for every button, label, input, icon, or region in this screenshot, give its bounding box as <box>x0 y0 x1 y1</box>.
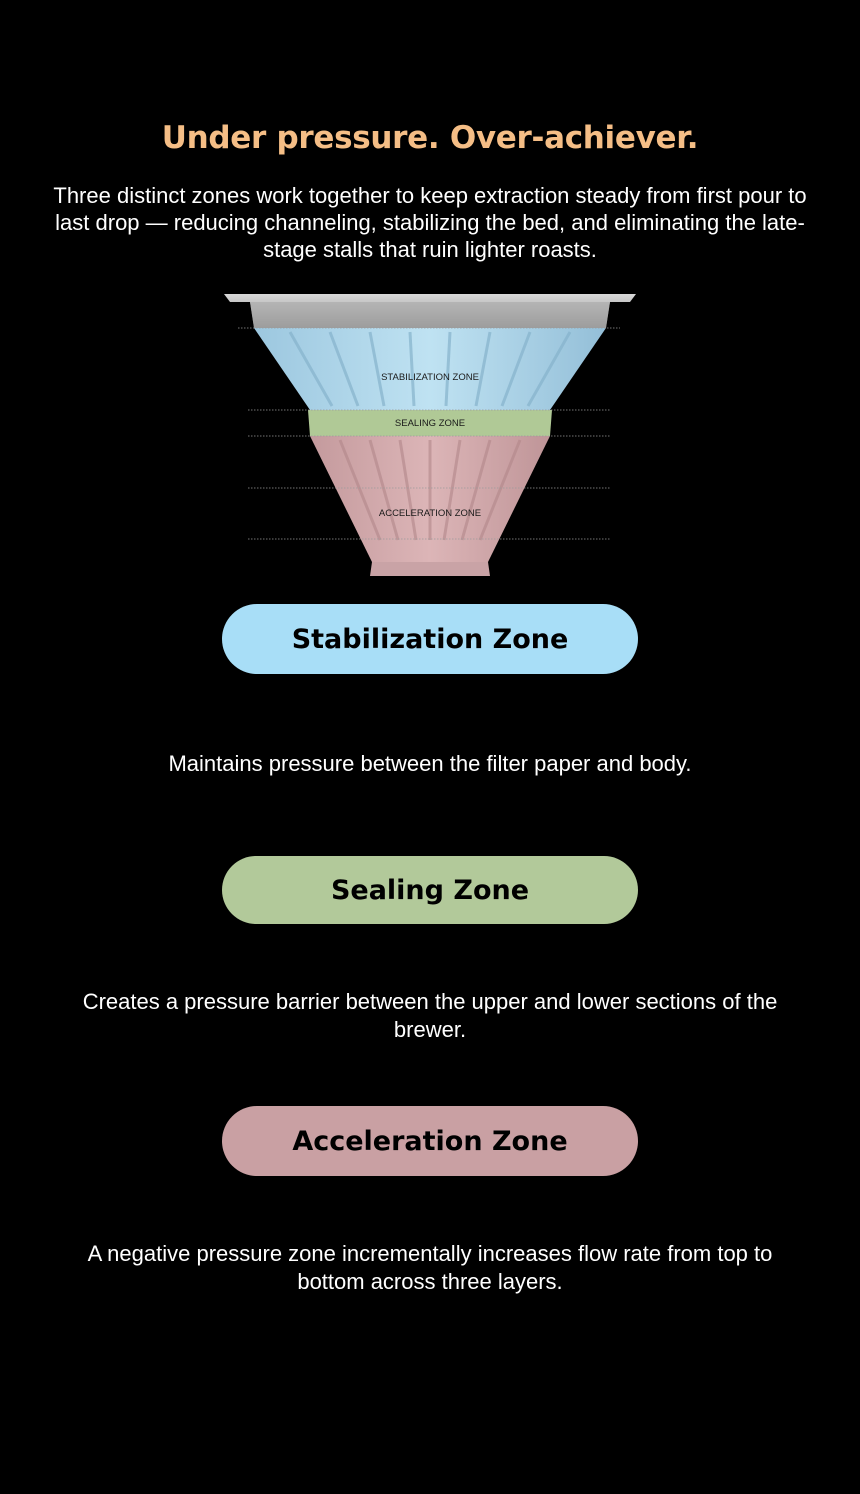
acceleration-zone-title: Acceleration Zone <box>292 1125 568 1157</box>
sealing-zone-shape <box>308 410 552 436</box>
stabilization-zone-button[interactable]: Stabilization Zone <box>222 604 638 674</box>
stabilization-zone-description: Maintains pressure between the filter pa… <box>168 751 692 776</box>
acceleration-zone-label: ACCELERATION ZONE <box>379 508 481 519</box>
sealing-zone-title: Sealing Zone <box>330 874 530 906</box>
page-title: Under pressure. Over-achiever. <box>161 120 699 156</box>
stabilization-zone-title: Stabilization Zone <box>291 623 569 655</box>
sealing-zone-button[interactable]: Sealing Zone <box>222 856 638 924</box>
zone-divider-lines <box>238 327 620 540</box>
stabilization-zone-shape <box>254 328 606 410</box>
intro-paragraph: Three distinct zones work together to ke… <box>53 183 807 262</box>
acceleration-zone-button[interactable]: Acceleration Zone <box>222 1106 638 1176</box>
sealing-zone-label: SEALING ZONE <box>395 418 465 429</box>
acceleration-zone-description: A negative pressure zone incrementally i… <box>87 1241 773 1294</box>
stabilization-zone-label: STABILIZATION ZONE <box>381 372 479 383</box>
dripper-rim-inner <box>250 302 610 328</box>
dripper-spout <box>370 562 490 576</box>
dripper-diagram: STABILIZATION ZONE SEALING ZONE ACCELERA… <box>224 294 636 576</box>
stabilization-ribs <box>288 331 572 407</box>
sealing-zone-description: Creates a pressure barrier between the u… <box>82 989 778 1042</box>
acceleration-ribs <box>338 439 522 541</box>
